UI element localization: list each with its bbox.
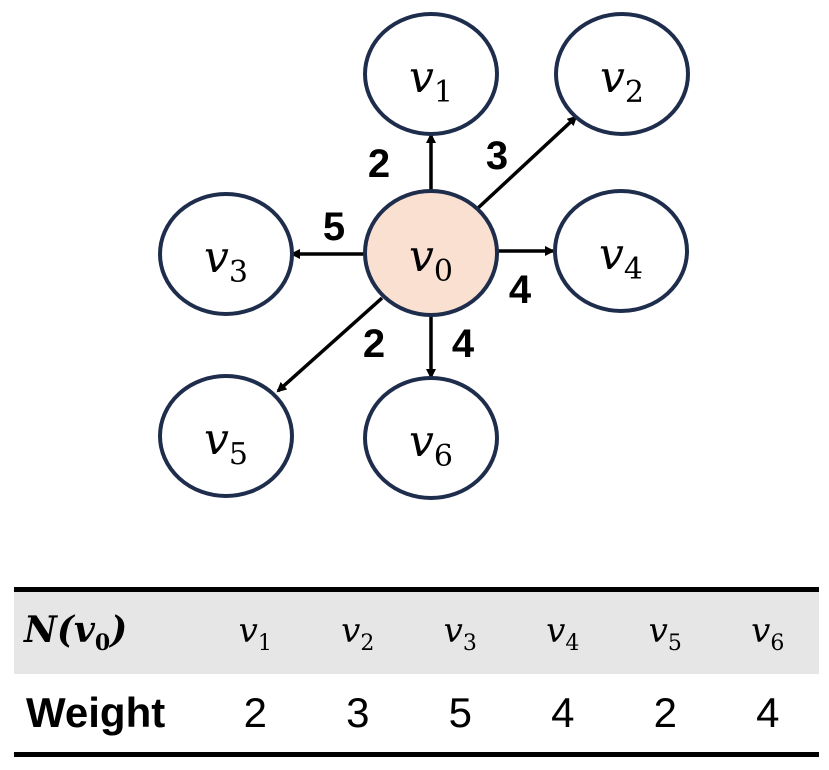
- weight-row-label: Weight: [26, 689, 166, 736]
- node-v6-label: v6: [409, 416, 453, 474]
- nodes: v1 v2 v3 v4 v5 v6 v0: [158, 12, 690, 500]
- table-header-row: N(v0) v1 v2 v3 v4 v5 v6: [14, 592, 819, 674]
- header-cell-v6: v6: [751, 610, 785, 656]
- header-cell-v1: v1: [238, 610, 272, 656]
- node-v2-label: v2: [600, 52, 644, 110]
- weight-table: N(v0) v1 v2 v3 v4 v5 v6 Weight 2 3 5 4 2…: [14, 592, 819, 752]
- node-v2-circle: [554, 12, 690, 136]
- edge-weight-v4: 4: [509, 268, 532, 312]
- weight-cell-v2: 3: [346, 689, 370, 736]
- node-v4: v4: [553, 189, 689, 313]
- node-v0-label: v0: [409, 231, 453, 289]
- edge-weights: 2 3 5 4 2 4: [323, 134, 532, 366]
- weight-cell-v4: 4: [551, 689, 575, 736]
- header-cell-v2: v2: [341, 610, 375, 656]
- neighbor-weight-table: N(v0) v1 v2 v3 v4 v5 v6 Weight 2 3 5 4 2…: [14, 587, 819, 757]
- node-v0-circle: [363, 189, 499, 317]
- node-v5: v5: [158, 374, 294, 498]
- weight-cell-v6: 4: [756, 689, 780, 736]
- node-v3: v3: [158, 192, 294, 316]
- edge-v0-v2: [476, 115, 578, 210]
- header-cell-v4: v4: [546, 610, 580, 656]
- node-v2: v2: [554, 12, 690, 136]
- node-v4-label: v4: [599, 229, 643, 287]
- edge-weight-v6: 4: [452, 322, 475, 366]
- weight-cell-v1: 2: [243, 689, 267, 736]
- edge-weight-v1: 2: [368, 142, 390, 186]
- star-graph: 2 3 5 4 2 4 v1 v2 v3 v4 v5 v6: [158, 12, 690, 500]
- node-v5-circle: [158, 374, 294, 498]
- node-v4-circle: [553, 189, 689, 313]
- node-v6: v6: [363, 376, 499, 500]
- node-v1-circle: [363, 12, 499, 136]
- neighborhood-header: N(v0): [24, 609, 128, 657]
- node-v0: v0: [363, 189, 499, 317]
- edges: [276, 115, 578, 393]
- edge-weight-v5: 2: [363, 322, 385, 366]
- edge-v0-v5: [276, 296, 384, 393]
- table-bottom-rule: [14, 752, 819, 757]
- weight-cell-v3: 5: [448, 689, 472, 736]
- node-v5-label: v5: [204, 414, 248, 472]
- weight-cell-v5: 2: [653, 689, 677, 736]
- table-top-rule: [14, 587, 819, 592]
- node-v3-circle: [158, 192, 294, 316]
- edge-weight-v3: 5: [323, 205, 345, 249]
- header-cell-v3: v3: [443, 610, 477, 656]
- node-v1: v1: [363, 12, 499, 136]
- node-v3-label: v3: [204, 232, 248, 290]
- node-v1-label: v1: [409, 52, 453, 110]
- header-cell-v5: v5: [648, 610, 682, 656]
- edge-weight-v2: 3: [486, 134, 508, 178]
- node-v6-circle: [363, 376, 499, 500]
- table-weight-row: Weight 2 3 5 4 2 4: [14, 674, 819, 752]
